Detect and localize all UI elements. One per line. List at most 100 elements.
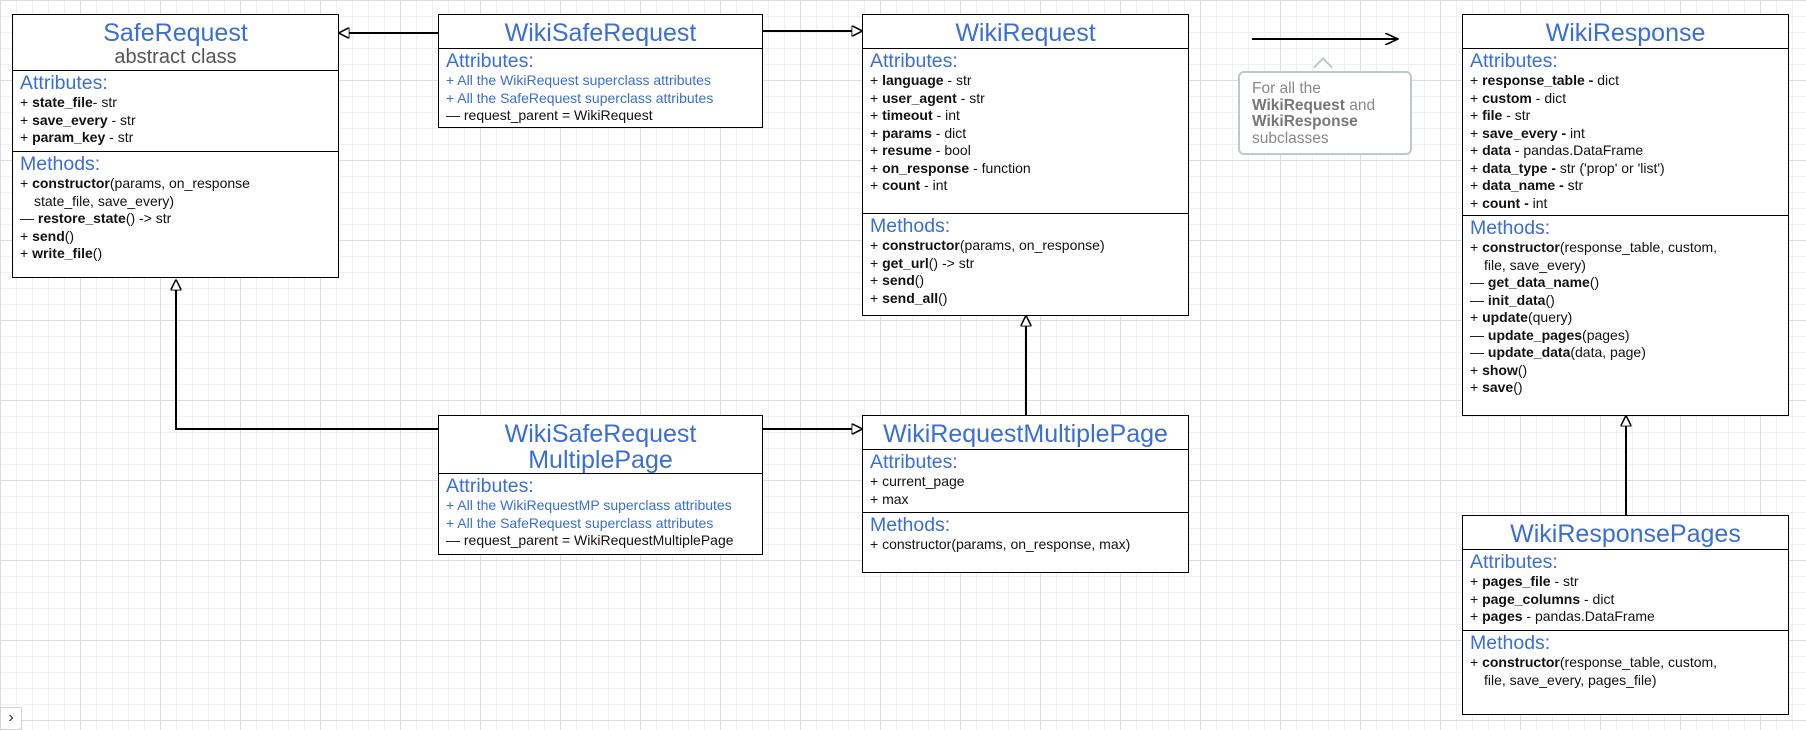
- member-detail: - int: [932, 107, 960, 123]
- member-name: constructor: [32, 175, 110, 191]
- member-name: data_type -: [1482, 159, 1560, 176]
- member-name: update_data: [1487, 344, 1571, 360]
- attributes-list: + pages_file - str+ page_columns - dict+…: [1470, 573, 1782, 626]
- note-text-post: subclasses: [1252, 129, 1329, 147]
- member-row: + data - pandas.DataFrame: [1470, 142, 1782, 160]
- member-name: count -: [1482, 194, 1533, 211]
- member-visibility: +: [870, 536, 883, 552]
- member-visibility: +: [1470, 107, 1483, 123]
- attributes-list: + current_page+ max: [870, 473, 1182, 508]
- member-name: file: [1482, 107, 1503, 123]
- member-name: constructor: [882, 237, 960, 253]
- member-detail: (): [64, 227, 75, 244]
- member-detail: dict: [1597, 72, 1620, 88]
- member-name: restore_state: [37, 210, 126, 226]
- member-detail: int: [1570, 124, 1585, 141]
- member-row: + pages - pandas.DataFrame: [1470, 608, 1782, 626]
- member-detail: - str: [1502, 107, 1531, 123]
- member-row: + resume - bool: [870, 142, 1182, 160]
- member-detail: - str: [107, 111, 136, 128]
- class-safe-request[interactable]: SafeRequest abstract class Attributes: +…: [12, 14, 339, 278]
- class-wiki-response-pages[interactable]: WikiResponsePages Attributes: + pages_fi…: [1462, 515, 1789, 715]
- member-detail: (): [1589, 274, 1600, 290]
- methods-section: Methods: + constructor(params, on_respon…: [13, 151, 338, 267]
- note-text-pre: For all the: [1252, 80, 1321, 97]
- member-row: + constructor(params, on_response): [870, 237, 1182, 255]
- attributes-section: Attributes: + response_table - dict+ cus…: [1463, 49, 1788, 215]
- class-header: WikiRequest: [863, 15, 1188, 49]
- note-bold-wikiresponse: WikiResponse: [1252, 113, 1358, 130]
- member-name: send: [882, 272, 915, 288]
- member-visibility: —: [20, 210, 38, 226]
- attributes-section: Attributes: + pages_file - str+ page_col…: [1463, 550, 1788, 630]
- member-name: show: [1482, 361, 1518, 378]
- member-row: + save(): [1470, 379, 1782, 397]
- member-name: write_file: [32, 245, 93, 261]
- member-row: + pages_file - str: [1470, 573, 1782, 591]
- member-visibility: +: [870, 289, 883, 306]
- member-visibility: +: [1470, 239, 1483, 255]
- methods-section: Methods: + constructor(params, on_respon…: [863, 512, 1188, 558]
- member-name: update: [1482, 309, 1528, 325]
- member-name: save_every -: [1482, 124, 1571, 141]
- methods-list: + constructor(params, on_response) + get_…: [870, 237, 1182, 307]
- member-row: + save_every - int: [1470, 125, 1782, 143]
- attributes-list: + response_table - dict+ custom - dict+ …: [1470, 72, 1782, 212]
- member-name: get_url: [882, 254, 929, 271]
- class-header: WikiResponsePages: [1463, 516, 1788, 550]
- member-name: param_key: [32, 129, 106, 145]
- member-row: + params - dict: [870, 125, 1182, 143]
- class-title: WikiRequest: [955, 19, 1096, 47]
- member-name: user_agent: [882, 89, 957, 106]
- member-name: get_data_name: [1487, 274, 1590, 290]
- legend-note[interactable]: For all the WikiRequest and WikiResponse…: [1238, 71, 1412, 155]
- class-header: WikiResponse: [1463, 15, 1788, 49]
- member-visibility: +: [20, 111, 33, 128]
- attributes-list: + language - str+ user_agent - str+ time…: [870, 72, 1182, 195]
- member-name: params: [882, 124, 932, 141]
- class-title-line2: MultiplePage: [528, 446, 673, 474]
- class-wiki-request-multiple-page[interactable]: WikiRequestMultiplePage Attributes: + cu…: [862, 415, 1189, 573]
- member-detail: (query): [1527, 309, 1573, 325]
- member-name: state_file: [32, 94, 93, 110]
- member-row: + send(): [870, 272, 1182, 290]
- member-detail: (params, on_response): [959, 237, 1105, 253]
- member-name: constructor: [1482, 239, 1560, 255]
- class-wiki-safe-request-multiple-page[interactable]: WikiSafeRequest MultiplePage Attributes:…: [438, 415, 763, 555]
- member-name: save_every: [32, 111, 108, 128]
- member-row: + language - str: [870, 72, 1182, 90]
- attributes-heading: Attributes:: [870, 50, 958, 72]
- member-name: response_table -: [1482, 72, 1598, 88]
- class-wiki-request[interactable]: WikiRequest Attributes: + language - str…: [862, 14, 1189, 316]
- member-row: + update(query): [1470, 309, 1782, 327]
- panel-toggle-button[interactable]: ›: [0, 707, 22, 730]
- member-row: + count - int: [1470, 195, 1782, 213]
- methods-section: Methods: + constructor(response_table, c…: [1463, 630, 1788, 693]
- member-visibility: +: [446, 89, 458, 106]
- member-name: timeout: [882, 107, 933, 123]
- methods-heading: Methods:: [870, 514, 951, 536]
- class-wiki-safe-request[interactable]: WikiSafeRequest Attributes: + All the Wi…: [438, 14, 763, 128]
- member-visibility: +: [870, 272, 883, 288]
- member-visibility: —: [1470, 291, 1488, 308]
- member-detail: (data, page): [1570, 344, 1646, 360]
- class-title: WikiSafeRequest: [504, 19, 697, 47]
- inherit-arrow-wsrmp-to-sr: [176, 280, 438, 430]
- member-row: — update_data(data, page): [1470, 344, 1782, 362]
- member-detail: - str: [105, 129, 134, 145]
- member-name: on_response: [882, 159, 970, 176]
- class-wiki-response[interactable]: WikiResponse Attributes: + response_tabl…: [1462, 14, 1789, 416]
- member-row: + All the WikiRequestMP superclass attri…: [446, 497, 756, 515]
- attributes-heading: Attributes:: [1470, 551, 1558, 573]
- member-detail: (response_table, custom,: [1559, 654, 1718, 670]
- member-name: resume: [882, 142, 932, 158]
- member-row: + send(): [20, 228, 332, 246]
- member-detail: - str: [956, 89, 985, 106]
- class-header: WikiSafeRequest: [439, 15, 762, 49]
- member-visibility: +: [870, 124, 883, 141]
- member-row: + on_response - function: [870, 160, 1182, 178]
- methods-list: + constructor(response_table, custom,fil…: [1470, 654, 1782, 689]
- member-detail: int: [1532, 194, 1548, 211]
